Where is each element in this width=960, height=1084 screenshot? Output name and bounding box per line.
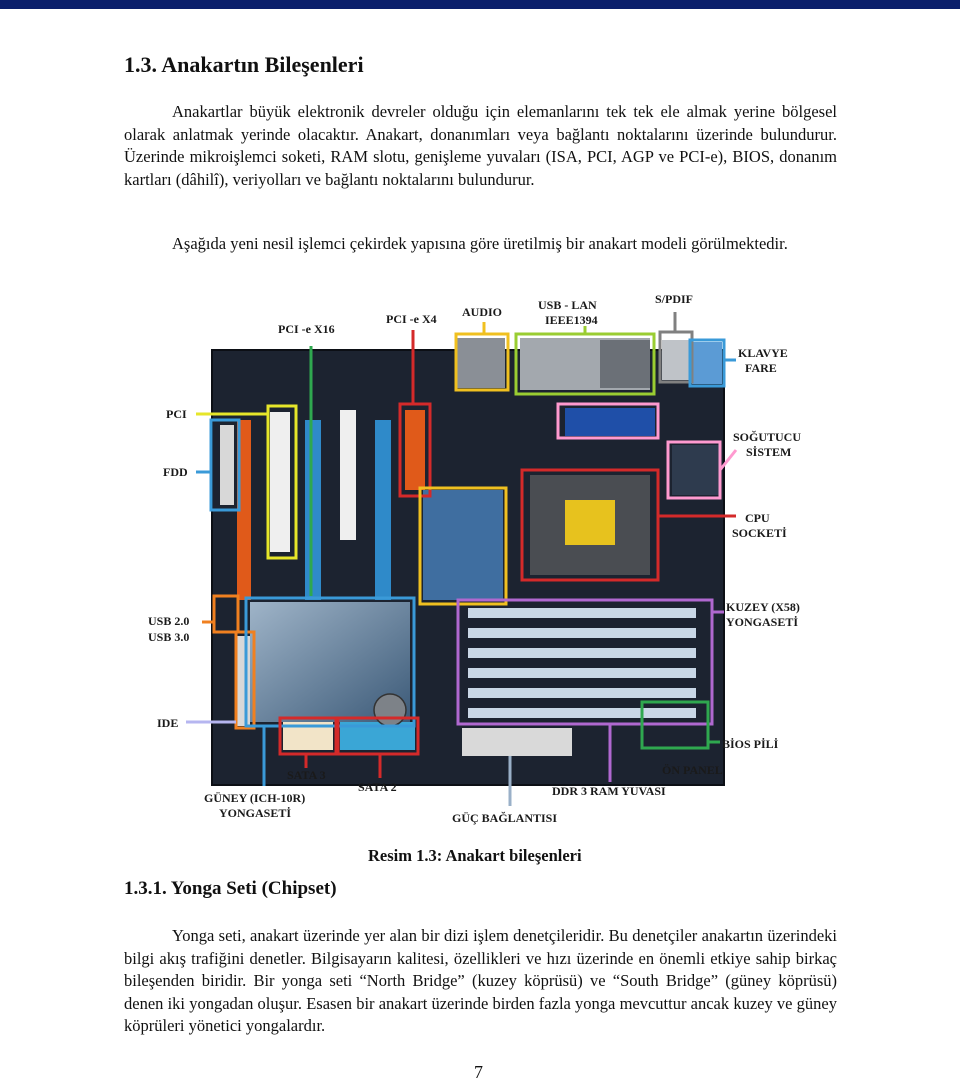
intro-paragraph-text: Anakartlar büyük elektronik devreler old… bbox=[124, 102, 837, 189]
label-sata2: SATA 2 bbox=[358, 780, 397, 794]
label-ide: IDE bbox=[157, 716, 179, 730]
label-audio: AUDIO bbox=[462, 305, 503, 319]
figure-caption: Resim 1.3: Anakart bileşenleri bbox=[368, 846, 582, 865]
label-ddr3: DDR 3 RAM YUVASI bbox=[552, 784, 666, 798]
subsection-heading: 1.3.1. Yonga Seti (Chipset) bbox=[124, 878, 337, 899]
label-fdd: FDD bbox=[163, 465, 188, 479]
intro-paragraph: Anakartlar büyük elektronik devreler old… bbox=[124, 101, 837, 191]
label-guc-baglantisi: GÜÇ BAĞLANTISI bbox=[452, 811, 558, 825]
label-kuzey-yongaseti: YONGASETİ bbox=[726, 615, 799, 629]
label-pcie-x4: PCI -e X4 bbox=[386, 312, 437, 326]
label-sistem: SİSTEM bbox=[746, 445, 792, 459]
label-ieee1394: IEEE1394 bbox=[545, 313, 598, 327]
chipset-paragraph: Yonga seti, anakart üzerinde yer alan bi… bbox=[124, 925, 837, 1038]
label-cpu-socket: SOCKETİ bbox=[732, 526, 787, 540]
figure-intro-paragraph-text: Aşağıda yeni nesil işlemci çekirdek yapı… bbox=[172, 234, 788, 253]
pcb-board bbox=[211, 349, 725, 786]
label-usb30: USB 3.0 bbox=[148, 630, 190, 644]
label-klavye: KLAVYE bbox=[738, 346, 788, 360]
label-guney-yongaseti: YONGASETİ bbox=[219, 806, 292, 820]
label-usb20: USB 2.0 bbox=[148, 614, 190, 628]
label-spdif: S/PDIF bbox=[655, 292, 694, 306]
page-number: 7 bbox=[474, 1062, 483, 1082]
figure-intro-paragraph: Aşağıda yeni nesil işlemci çekirdek yapı… bbox=[124, 233, 837, 256]
label-fare: FARE bbox=[745, 361, 777, 375]
label-cpu: CPU bbox=[745, 511, 770, 525]
label-pcie-x16: PCI -e X16 bbox=[278, 322, 335, 336]
label-guney: GÜNEY (ICH-10R) bbox=[204, 791, 306, 805]
chipset-paragraph-text: Yonga seti, anakart üzerinde yer alan bi… bbox=[124, 926, 837, 1035]
header-bar bbox=[0, 0, 960, 9]
label-on-panel: ÖN PANEL bbox=[662, 763, 723, 777]
section-heading: 1.3. Anakartın Bileşenleri bbox=[124, 52, 364, 77]
label-usb-lan: USB - LAN bbox=[538, 298, 597, 312]
label-sata3: SATA 3 bbox=[287, 768, 326, 782]
label-sogutucu: SOĞUTUCU bbox=[733, 430, 802, 444]
label-pci: PCI bbox=[166, 407, 187, 421]
label-kuzey: KUZEY (X58) bbox=[726, 600, 800, 614]
label-bios-pili: BİOS PİLİ bbox=[722, 737, 779, 751]
